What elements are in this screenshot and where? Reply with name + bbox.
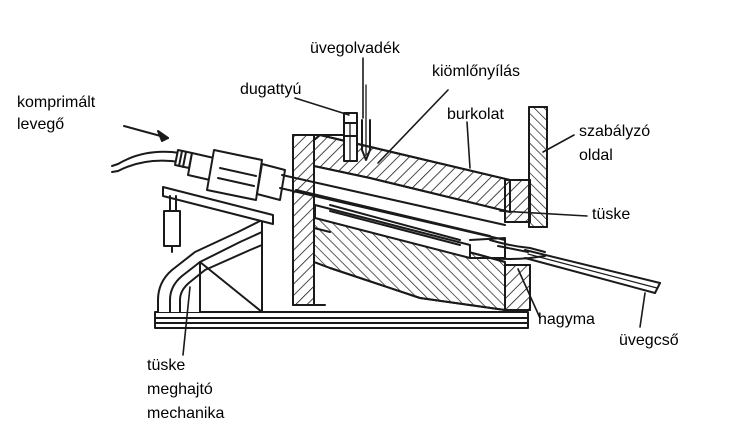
label-mandrel-bottom: tüske — [147, 357, 186, 374]
label-air: levegő — [17, 116, 65, 133]
label-glass-tube: üvegcső — [619, 332, 679, 349]
mandrel-tube — [279, 174, 506, 259]
label-side: oldal — [579, 147, 613, 164]
adjusting-plate — [528, 106, 548, 228]
label-adjusting: szabályzó — [579, 123, 651, 140]
label-outlet: kiömlőnyílás — [432, 63, 521, 80]
label-drive: meghajtó — [147, 381, 213, 398]
label-compressed: komprimált — [17, 94, 96, 111]
glass-melt-inlet — [361, 84, 371, 161]
label-housing: burkolat — [447, 106, 504, 123]
mandrel-drive-coupling — [174, 149, 286, 201]
drive-stand — [157, 219, 263, 313]
base-plate — [154, 311, 529, 329]
right-flange — [504, 179, 531, 311]
leader-lines — [182, 57, 646, 356]
piston — [343, 112, 358, 162]
air-hose — [111, 150, 181, 173]
label-glass-melt: üvegolvadék — [310, 40, 400, 57]
air-arrow — [123, 125, 169, 142]
glass-tube — [524, 249, 661, 294]
label-bulb: hagyma — [538, 311, 595, 328]
label-mechanics: mechanika — [147, 405, 225, 422]
label-mandrel-right: tüske — [592, 206, 631, 223]
drive-arm — [162, 186, 274, 253]
bulb-cone — [489, 239, 546, 260]
lower-housing — [313, 211, 506, 311]
label-piston: dugattyú — [240, 81, 302, 98]
